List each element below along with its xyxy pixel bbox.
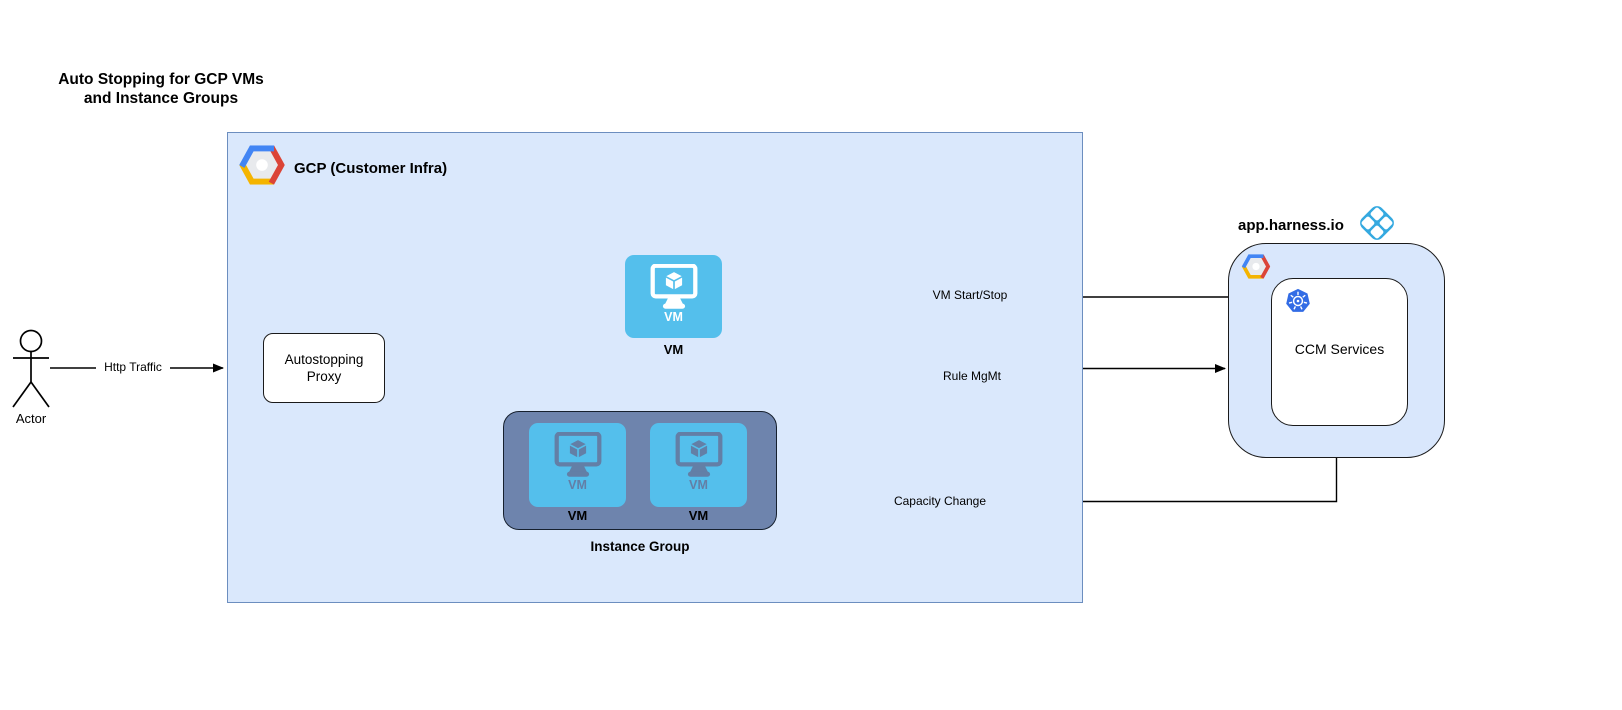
instance-group-vm-1-label: VM [567, 508, 588, 523]
gcp-logo-icon-small [1241, 254, 1271, 279]
harness-domain-label: app.harness.io [1238, 217, 1344, 234]
instance-group-vm-2-label: VM [688, 508, 709, 523]
gcp-logo-icon [239, 145, 285, 185]
actor-stick-figure-icon [12, 329, 50, 408]
page-title: Auto Stopping for GCP VMs and Instance G… [58, 71, 264, 107]
edge-vm-start-stop-label: VM Start/Stop [928, 288, 1012, 303]
vm-node-inner-text: VM [664, 310, 683, 324]
instance-group-vm-2: VM [650, 423, 747, 507]
edge-rule-mgmt-label: Rule MgMt [942, 369, 1001, 383]
ccm-services-box: CCM Services [1271, 278, 1408, 426]
vm-monitor-icon [675, 432, 722, 477]
actor-label: Actor [15, 411, 47, 426]
instance-group-vm-1-inner-text: VM [568, 478, 587, 492]
harness-logo-icon [1360, 206, 1394, 240]
instance-group-vm-1: VM [529, 423, 626, 507]
instance-group-label: Instance Group [590, 539, 690, 554]
kubernetes-icon [1286, 288, 1310, 312]
autostopping-proxy-box: Autostopping Proxy [263, 333, 385, 403]
autostopping-proxy-label: Autostopping Proxy [284, 352, 364, 384]
vm-monitor-icon [650, 264, 697, 309]
vm-node-box: VM [625, 255, 722, 338]
harness-box: CCM Services [1228, 243, 1445, 458]
instance-group-vm-2-inner-text: VM [689, 478, 708, 492]
vm-node-label: VM [663, 342, 684, 357]
edge-http-traffic-label: Http Traffic [96, 360, 170, 375]
instance-group-box: VM VM VM VM [503, 411, 777, 530]
ccm-services-label: CCM Services [1294, 341, 1385, 357]
edge-capacity-change-label: Capacity Change [892, 494, 988, 509]
gcp-box-label: GCP (Customer Infra) [294, 160, 448, 177]
vm-monitor-icon [554, 432, 601, 477]
